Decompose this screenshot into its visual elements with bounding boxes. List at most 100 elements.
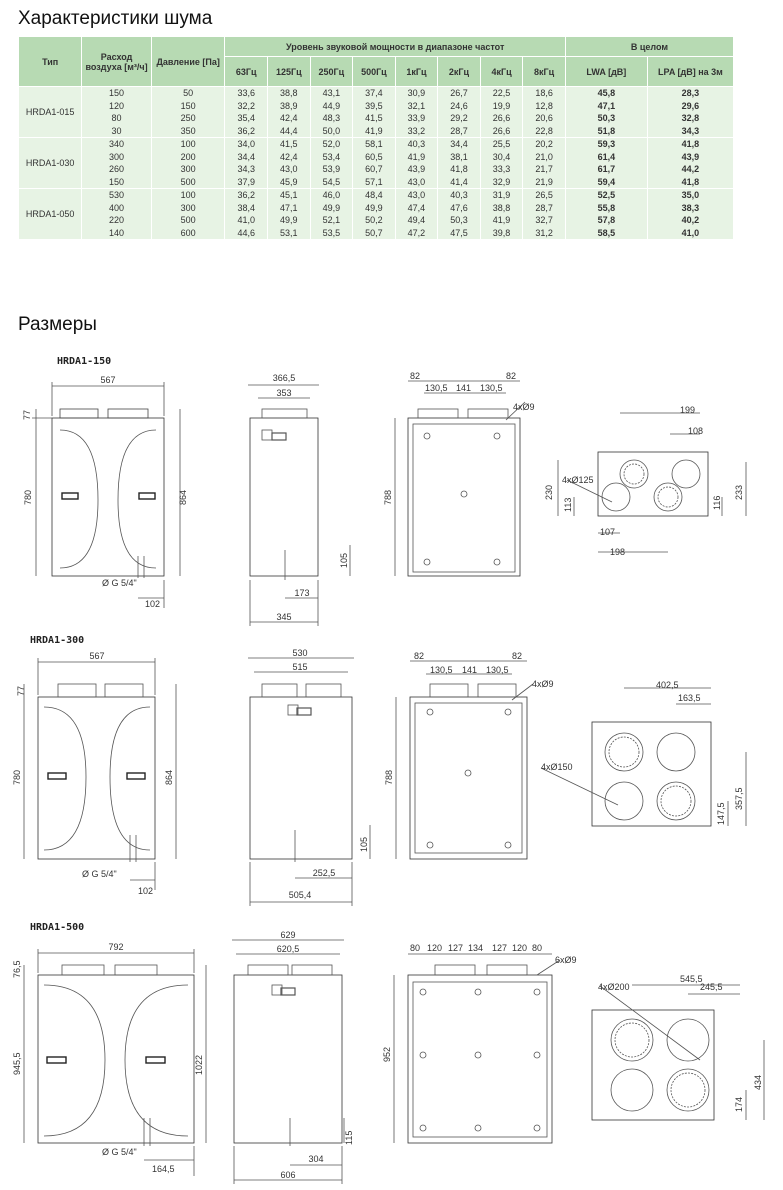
table-cell: 22,8 (522, 124, 566, 138)
table-cell: 40,3 (394, 137, 439, 151)
table-cell: 39,5 (352, 99, 396, 112)
dimension-label: 147,5 (716, 802, 726, 825)
dimension-label: 792 (108, 942, 123, 952)
table-cell: 33,2 (394, 124, 439, 138)
table-cell: 300 (150, 201, 226, 214)
table-cell: 41,9 (352, 124, 396, 138)
dimension-label: 105 (339, 553, 349, 568)
dimension-label: 788 (383, 490, 393, 505)
table-cell: 140 (81, 226, 152, 239)
table-cell: 300 (81, 150, 152, 163)
model-label-150: HRDA1-150 (57, 356, 112, 367)
table-cell: 47,2 (394, 226, 439, 239)
dimension-label: 127 (448, 943, 463, 953)
top-view-150 (557, 412, 747, 553)
table-cell: 33,6 (224, 86, 269, 100)
dimension-label: 952 (382, 1047, 392, 1062)
dimension-label: 173 (294, 588, 309, 598)
col-pressure-header: Давление [Па] (150, 36, 226, 87)
dimension-label: 1022 (194, 1055, 204, 1075)
dimension-label: 530 (292, 648, 307, 658)
table-cell: 48,3 (309, 112, 354, 125)
freq-header: 4кГц (479, 56, 524, 87)
dimension-label: 102 (145, 599, 160, 609)
table-cell: 58,5 (564, 226, 648, 239)
dimension-label: 80 (532, 943, 542, 953)
dimension-label: 107 (600, 527, 615, 537)
table-cell: 34,3 (646, 124, 735, 138)
table-cell: 43,0 (267, 163, 311, 176)
dimension-label: 116 (712, 496, 722, 510)
table-cell: 41,4 (437, 175, 481, 189)
table-cell: 48,4 (352, 188, 396, 202)
dimension-label: 304 (308, 1154, 323, 1164)
table-cell: 50,2 (352, 214, 396, 227)
dimension-label: 105 (359, 837, 369, 852)
side-view-500 (232, 939, 345, 1184)
table-cell: 200 (150, 150, 226, 163)
col-airflow-header: Расход воздуха [м³/ч] (81, 36, 152, 87)
table-cell: 43,9 (394, 163, 439, 176)
dimension-label: 230 (544, 485, 554, 500)
table-cell: 52,5 (564, 188, 648, 202)
front-view-150 (32, 382, 181, 608)
front-view-300 (23, 658, 177, 890)
freq-header: 500Гц (352, 56, 396, 87)
dimension-label: 515 (292, 662, 307, 672)
table-cell: 34,3 (224, 163, 269, 176)
rear-view-500 (393, 953, 561, 1144)
table-cell: 49,9 (352, 201, 396, 214)
table-cell: 30,4 (479, 150, 524, 163)
dimension-label: 945,5 (12, 1052, 22, 1075)
table-cell: 41,8 (646, 137, 735, 151)
table-cell: 52,1 (309, 214, 354, 227)
table-cell: 21,7 (522, 163, 566, 176)
table-cell: 21,9 (522, 175, 566, 189)
freq-header: 250Гц (309, 56, 354, 87)
noise-section-title: Характеристики шума (18, 8, 213, 29)
dimension-label: 77 (16, 686, 26, 696)
dimension-label: 113 (563, 498, 573, 512)
type-cell: HRDA1-015 (17, 86, 83, 138)
table-cell: 29,6 (646, 99, 735, 112)
dimension-label: 620,5 (277, 944, 300, 954)
table-cell: 32,8 (646, 112, 735, 125)
dims-section-title: Размеры (18, 314, 97, 335)
rear-view-300 (395, 660, 534, 860)
table-cell: 53,4 (309, 150, 354, 163)
freq-header: 8кГц (522, 56, 566, 87)
table-cell: 20,6 (522, 112, 566, 125)
top-view-300 (540, 687, 747, 827)
dimension-label: 174 (734, 1097, 744, 1112)
dimension-label: 120 (427, 943, 442, 953)
table-cell: 47,1 (267, 201, 311, 214)
dimension-label: 77 (22, 410, 32, 420)
dimension-label: 199 (680, 405, 695, 415)
table-cell: 34,4 (437, 137, 481, 151)
table-cell: 57,8 (564, 214, 648, 227)
table-cell: 24,6 (437, 99, 481, 112)
table-cell: 28,7 (437, 124, 481, 138)
front-view-500 (23, 949, 207, 1176)
table-cell: 44,2 (646, 163, 735, 176)
table-cell: 44,9 (309, 99, 354, 112)
dimension-label: 353 (276, 388, 291, 398)
table-cell: 33,9 (394, 112, 439, 125)
dimension-label: 76,5 (12, 960, 22, 978)
type-cell: HRDA1-050 (17, 188, 83, 239)
side-view-300 (248, 657, 371, 906)
lpa-header: LPA [дВ] на 3м (646, 56, 735, 87)
table-cell: 12,8 (522, 99, 566, 112)
table-cell: 400 (81, 201, 152, 214)
table-cell: 42,4 (267, 112, 311, 125)
dimension-label: 567 (100, 375, 115, 385)
table-cell: 38,3 (646, 201, 735, 214)
table-cell: 43,9 (646, 150, 735, 163)
dimension-label: 164,5 (152, 1164, 175, 1174)
